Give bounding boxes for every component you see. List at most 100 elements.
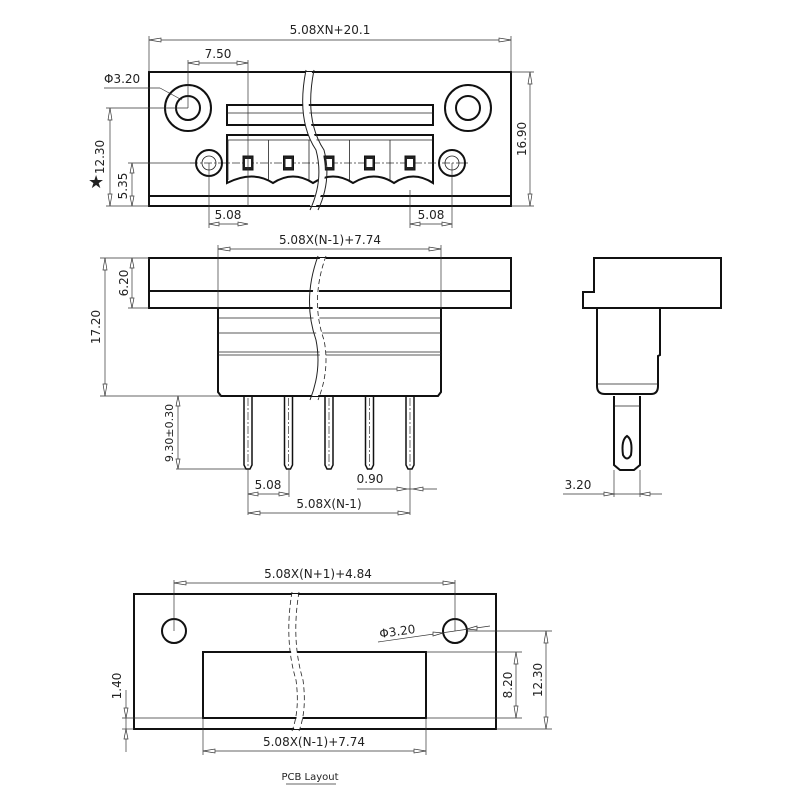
header-rail [226,104,434,126]
dim-overall-width: 5.08XN+20.1 [290,23,371,37]
arrow [148,37,162,43]
arrow [236,60,249,66]
arrow [202,748,216,754]
dim-hole-diameter: Φ3.20 [104,72,140,86]
dim-pin-width: 0.90 [357,472,384,486]
dim-pitch-left: 5.08 [215,208,242,222]
arrow [527,71,533,85]
dim-body-width: 5.08X(N-1)+7.74 [279,233,381,247]
dim-pitch-right: 5.08 [418,208,445,222]
pcb-cutout [202,651,427,719]
dim-pin-thickness: 3.20 [565,478,592,492]
arrow [123,707,129,719]
arrow [102,257,108,271]
top-view: 5.08XN+20.1 7.50 Φ3.20 16.90 12.30 5.35 [88,23,534,228]
front-body [217,308,442,397]
arrow [412,486,424,492]
dim-height: 16.90 [515,122,529,156]
arrow [187,60,200,66]
arrow [129,297,135,309]
arrow [639,491,651,497]
side-pin [613,396,641,471]
dim-pitch: 5.08 [255,478,282,492]
arrow [397,510,411,516]
leader [159,87,183,101]
screw-socket [404,155,416,171]
arrow [217,246,231,252]
dim-mount-hole-height: 12.30 [93,140,107,174]
mount-hole-right-boss [444,84,492,132]
side-cap [582,257,722,309]
break-line [309,255,319,401]
break-mask [302,72,325,206]
plug-body [226,134,434,185]
pcb-outline [133,593,497,730]
dim-total-height: 17.20 [89,310,103,344]
pcb-layout: 5.08X(N+1)+4.84 Φ3.20 8.20 12.30 1.40 [110,567,552,785]
break-mask [289,594,304,729]
pcb-layout-caption: PCB Layout [281,772,338,783]
arrow [175,458,181,470]
break-line [288,591,298,732]
arrow [603,491,615,497]
arrow [442,580,456,586]
arrow [513,651,519,665]
front-view: 5.08X(N-1)+7.74 6.20 17.20 9.30±0.30 5.0… [89,233,512,516]
arrow [409,221,421,227]
arrow [432,631,444,637]
arrow [107,193,113,207]
arrow [543,630,549,644]
dim-cutout-width: 5.08X(N-1)+7.74 [263,735,365,749]
arrow [247,491,259,497]
arrow [129,257,135,269]
arrow [237,221,249,227]
arrow [513,705,519,719]
break-line-2 [310,69,328,211]
dim-pcb-hole-diameter: Φ3.20 [378,622,416,641]
arrow [498,37,512,43]
dim-pin-span: 5.08X(N-1) [296,497,361,511]
arrow [247,510,261,516]
star-marker: ★ [88,172,104,193]
pin [324,396,334,470]
side-pin-slot [621,434,633,460]
arrow [543,716,549,730]
arrow [466,625,478,631]
break-line-2 [295,591,305,732]
top-plate-outline [148,71,512,207]
pin [283,396,294,470]
dim-flange-height: 6.20 [117,270,131,297]
dim-pin-row-height: 5.35 [116,173,130,200]
screw-socket [283,155,294,171]
arrow [102,383,108,397]
break-line [302,69,320,211]
break-mask [312,258,326,396]
arrow [428,246,442,252]
dim-pin-length: 9.30±0.30 [163,404,176,462]
side-view: 3.20 [563,257,722,497]
arrow [129,162,135,174]
dim-mount-offset: 7.50 [205,47,232,61]
front-pins [243,396,415,470]
mount-hole-right [455,95,481,121]
arrow [123,728,129,740]
arrow [173,580,187,586]
arrow [441,221,453,227]
arrow [175,395,181,407]
dim-hole-height: 12.30 [531,663,545,697]
front-flange [148,257,512,309]
arrow [278,491,290,497]
arrow [107,107,113,121]
screw-socket [364,155,375,171]
dim-edge-offset: 1.40 [110,673,124,700]
arrow [129,195,135,207]
pin [364,396,375,470]
arrow [527,193,533,207]
side-body [596,308,661,395]
break-line-2 [317,255,327,401]
arrow [208,221,220,227]
dim-hole-spacing: 5.08X(N+1)+4.84 [264,567,372,581]
arrow [396,486,408,492]
arrow [413,748,427,754]
